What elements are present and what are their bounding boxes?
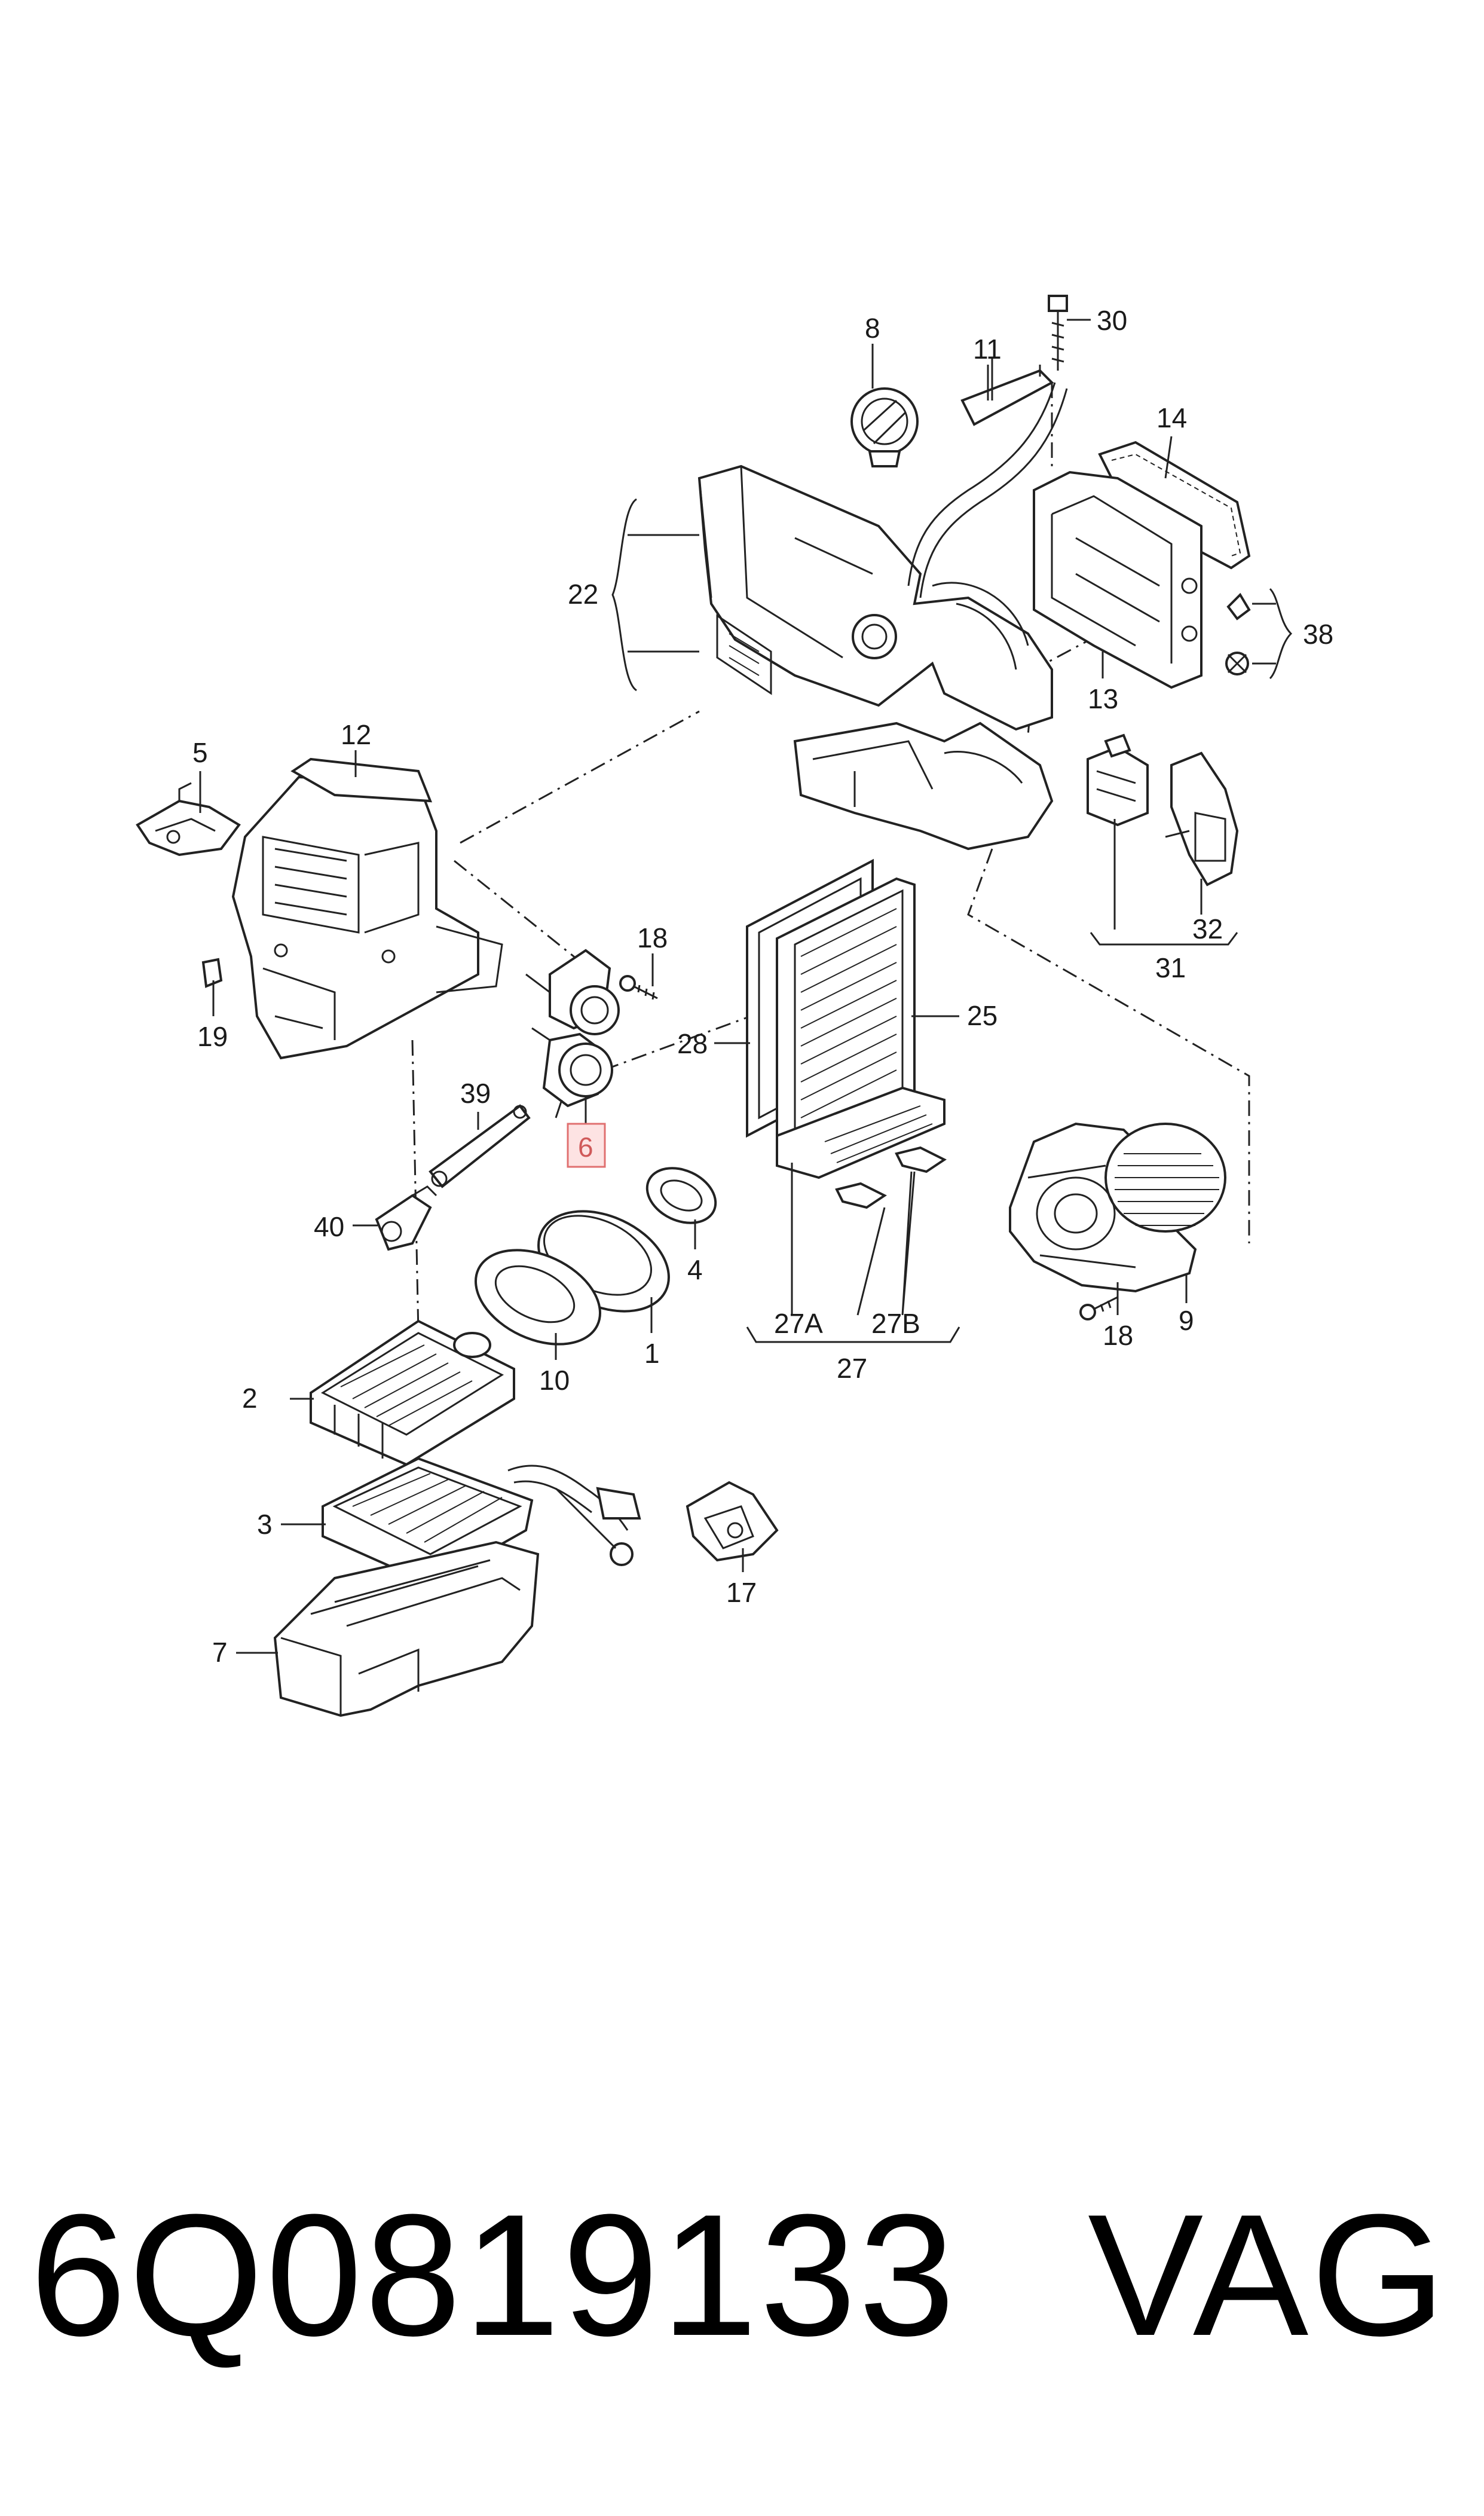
label-part-22: 22 [568,579,598,610]
label-part-3: 3 [257,1509,273,1540]
label-part-7: 7 [212,1637,228,1668]
label-part-17: 17 [726,1577,757,1608]
part-number-caption: 6Q0819133 [30,2178,957,2372]
part-19-clip [201,958,223,988]
label-part-6: 6 [578,1132,593,1163]
label-part-39: 39 [460,1078,491,1109]
part-11-bracket-rod [907,359,1068,598]
label-part-18-upper: 18 [637,922,668,953]
label-part-30: 30 [1097,305,1127,336]
label-part-31: 31 [1155,952,1186,983]
part-17-connector [686,1481,779,1562]
part-32-flap [1165,751,1239,886]
part-31-actuator [1087,733,1149,827]
label-part-12: 12 [341,719,371,750]
label-part-2: 2 [242,1383,258,1414]
part-18-screw-lower [1079,1296,1118,1320]
label-part-19: 19 [197,1021,228,1052]
label-part-27b: 27B [871,1308,920,1339]
part-12-heater-housing [231,757,503,1060]
label-part-27: 27 [837,1353,867,1384]
part-7-lower-housing [273,1540,540,1717]
label-part-18-lower: 18 [1103,1320,1133,1351]
label-part-14: 14 [1156,402,1187,433]
label-part-40: 40 [314,1211,344,1242]
label-part-38: 38 [1303,619,1333,650]
part-27b-clips [835,1146,947,1209]
part-30-screw [1048,295,1068,371]
label-part-25: 25 [967,1000,998,1031]
label-part-5: 5 [192,737,208,768]
label-part-13: 13 [1088,683,1118,714]
label-part-8: 8 [865,313,880,344]
leader-lines [199,319,1293,1654]
part-38-gears [1225,592,1251,675]
part-13-frame [1033,470,1203,689]
label-part-9: 9 [1179,1305,1194,1336]
part-2-heater-core [310,1319,515,1466]
label-part-1: 1 [644,1338,660,1369]
part-4-seal [645,1167,717,1224]
part-labels: 1 2 3 4 5 6 7 8 9 10 11 12 13 14 17 18 1… [192,305,1333,1668]
part-40-arm [375,1185,437,1251]
part-5-bracket [136,782,241,857]
part-6-flap-actuator [525,949,620,1118]
label-part-4: 4 [687,1254,703,1285]
label-part-11: 11 [973,334,1002,365]
part-10-seal [475,1249,601,1346]
label-part-27a: 27A [774,1308,823,1339]
part-8-grommet [850,387,919,467]
brand-caption: VAG [1088,2178,1448,2372]
label-part-10: 10 [539,1365,570,1396]
part-39-lever [429,1104,531,1188]
part-22-distribution-housing [697,464,1054,851]
label-part-28: 28 [677,1028,708,1059]
part-9-blower [1009,1122,1226,1293]
diagram-drawing: 1 2 3 4 5 6 7 8 9 10 11 12 13 14 17 18 1… [136,295,1333,1717]
part-27a-filter-strip [776,1086,946,1179]
part-18-screw-upper [619,975,658,1000]
label-part-32: 32 [1192,913,1223,944]
part-6-highlight-box [567,1123,606,1168]
